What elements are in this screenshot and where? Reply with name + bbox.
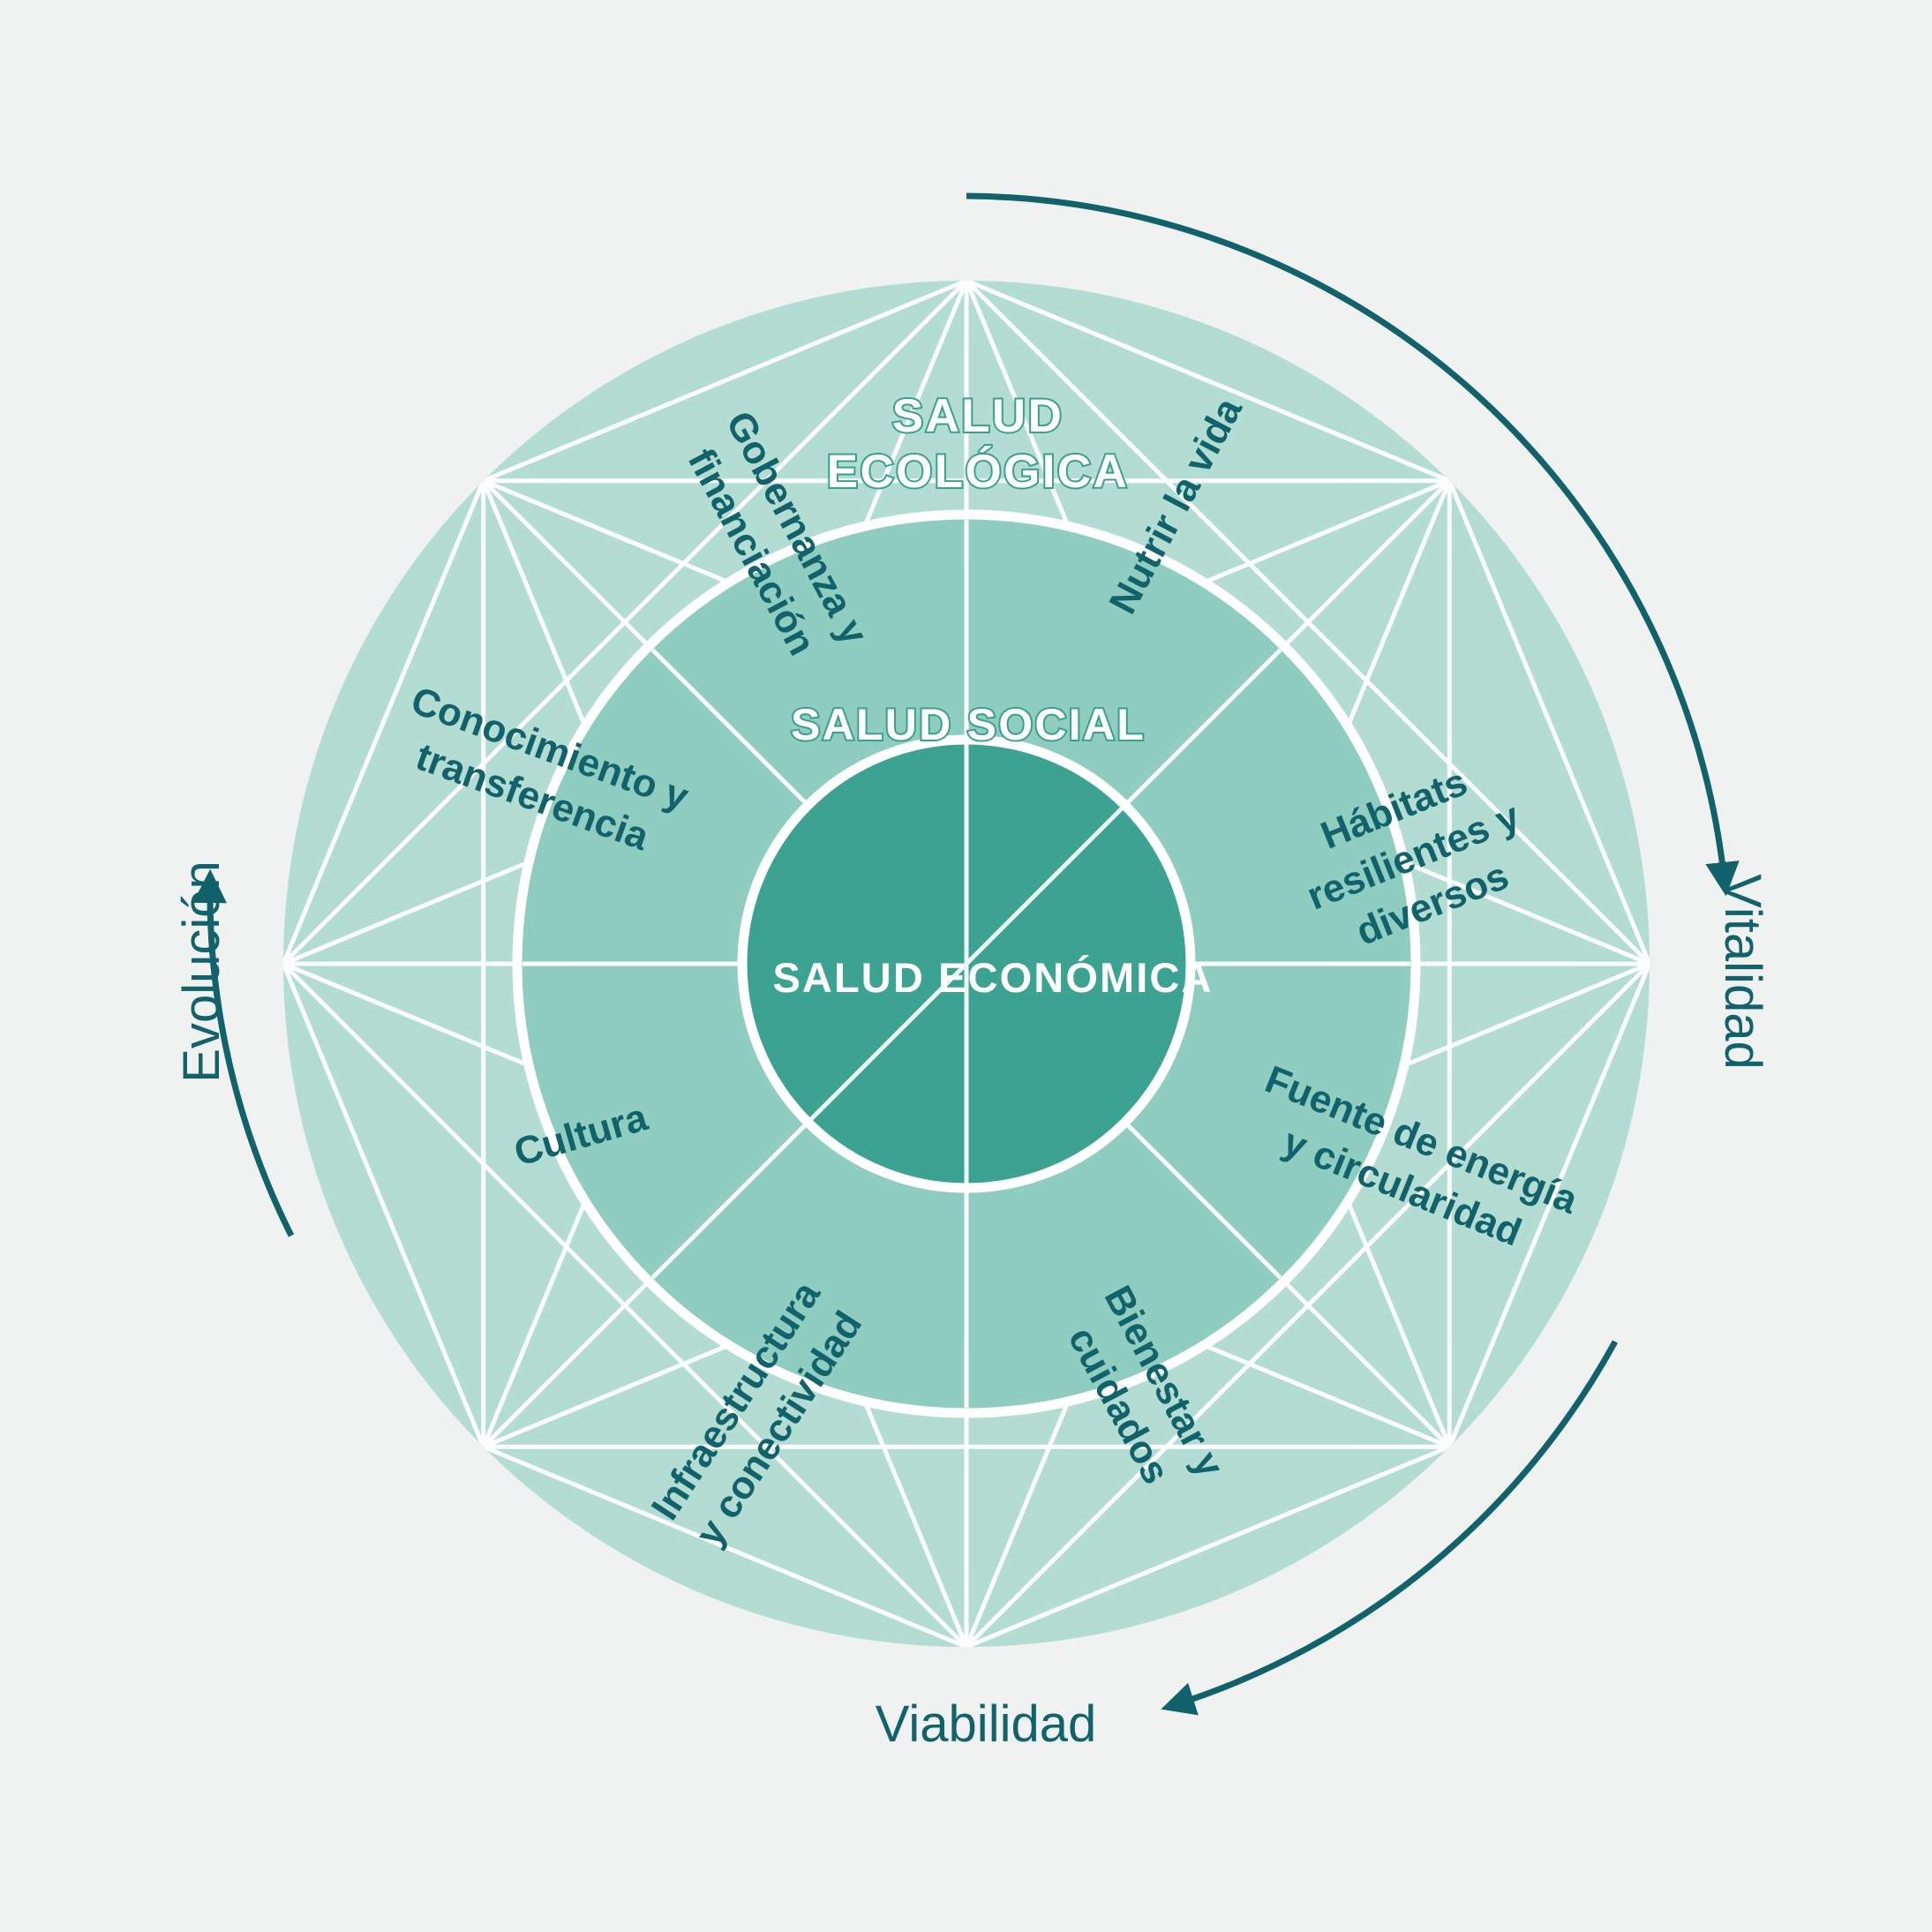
ring-title-ecological-line1: SALUD bbox=[892, 390, 1064, 442]
axis-labels: Evolución Vitalidad Viabilidad bbox=[173, 861, 1771, 1753]
ring-title-ecological-line2: ECOLÓGICA bbox=[827, 445, 1129, 498]
axis-label-vitalidad: Vitalidad bbox=[1714, 874, 1771, 1069]
arc-viabilidad bbox=[1161, 1340, 1619, 1716]
axis-label-evolucion: Evolución bbox=[173, 861, 230, 1082]
core-crosslines bbox=[808, 744, 1125, 1184]
ring-title-social: SALUD SOCIAL bbox=[791, 700, 1146, 749]
ring-titles: SALUD ECOLÓGICA SALUD SOCIAL SALUD ECONÓ… bbox=[772, 388, 1213, 1001]
arc-evolucion bbox=[192, 868, 295, 1237]
spoke-label-habitats: Hábitats resilientes y diversos bbox=[1301, 760, 1526, 953]
cycle-arrows bbox=[192, 192, 1740, 1716]
arc-vitalidad bbox=[966, 192, 1740, 897]
ring-title-economic: SALUD ECONÓMICA bbox=[772, 954, 1213, 1001]
axis-label-viabilidad: Viabilidad bbox=[876, 1695, 1096, 1753]
